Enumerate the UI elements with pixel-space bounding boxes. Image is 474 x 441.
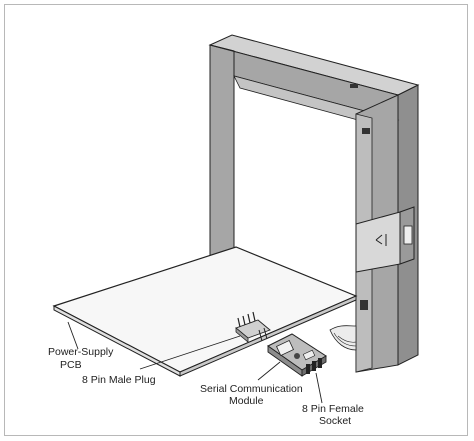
- label-power-supply-line2: PCB: [60, 359, 82, 371]
- jamb-notch-upper: [362, 128, 370, 134]
- frame-left-jamb: [209, 44, 235, 259]
- label-power-supply-line1: Power-Supply: [48, 346, 114, 358]
- label-female-socket-line2: Socket: [319, 415, 351, 427]
- latch-bracket: [355, 206, 415, 273]
- header-slot: [350, 84, 358, 88]
- label-female-socket-line1: 8 Pin Female: [302, 403, 364, 415]
- male-plug: [235, 311, 271, 343]
- label-serial-line1: Serial Communication: [200, 383, 303, 395]
- serial-module: [267, 333, 327, 377]
- leader-lines: [67, 321, 323, 404]
- label-serial-line2: Module: [229, 395, 264, 407]
- ribbon-cable: [329, 325, 357, 351]
- label-male-plug: 8 Pin Male Plug: [82, 374, 156, 386]
- jamb-notch-lower: [360, 300, 368, 310]
- pcb-right-edge: [179, 295, 357, 377]
